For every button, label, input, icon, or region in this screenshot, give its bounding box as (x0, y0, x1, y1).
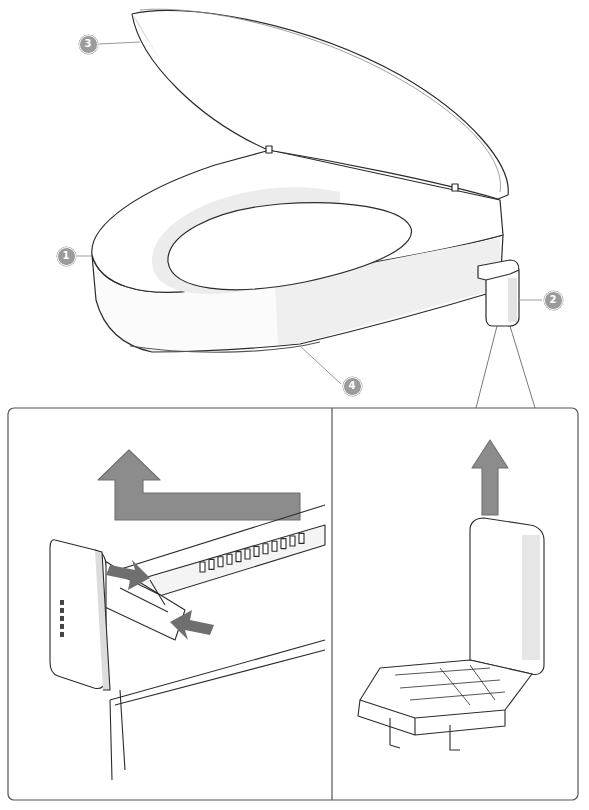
leader-line (300, 346, 341, 384)
callout-text: 4 (349, 381, 356, 391)
detail-pointer (476, 326, 497, 408)
callout-text: 3 (85, 39, 92, 49)
rail-tooth (218, 557, 223, 567)
callout-number: 4 (343, 377, 362, 396)
leader-line (519, 300, 542, 301)
squeeze-arrow (106, 560, 150, 590)
callout-number: 2 (544, 291, 563, 310)
rail-tooth (200, 562, 205, 572)
clip-tray-hooks (390, 718, 460, 750)
leader-line (77, 256, 92, 257)
lid-shading (132, 14, 175, 80)
leader-line (99, 42, 140, 44)
squeeze-arrow (170, 610, 214, 640)
bracket-clip (478, 260, 519, 326)
seat-opening (168, 203, 412, 290)
move-arrow (98, 450, 300, 520)
rail-tooth (209, 559, 214, 569)
lift-arrow (472, 440, 508, 515)
rail-tooth (281, 539, 286, 549)
detail-pointer (510, 326, 535, 408)
rail-tooth (299, 533, 304, 543)
lid-edge (140, 9, 500, 192)
clip-tray-rails (395, 665, 505, 705)
rail-tooth (272, 541, 277, 551)
clip-tray (360, 660, 532, 718)
detail-remove-step (50, 450, 325, 780)
clip-back-plate (470, 518, 544, 675)
lid (132, 10, 508, 199)
detail-lift-step (358, 440, 544, 750)
callout-text: 2 (550, 295, 557, 305)
rail-tooth (263, 544, 268, 554)
clip-back-shading (522, 535, 540, 660)
bracket-shading (508, 278, 517, 322)
clip-tray-feet (358, 700, 505, 735)
detail-divider (331, 408, 332, 800)
rail-tooth (236, 552, 241, 562)
callout-text: 1 (63, 251, 70, 261)
hinge (452, 184, 458, 191)
rail-tooth (290, 536, 295, 546)
detail-frame (8, 408, 578, 800)
callout-number: 3 (79, 35, 98, 54)
callout-number: 1 (57, 247, 76, 266)
clip-logo (60, 600, 64, 640)
seat-leg (110, 690, 125, 780)
hinge (266, 146, 272, 153)
seat-underside (70, 505, 325, 705)
rail-tooth (254, 546, 259, 556)
rail-tooth (245, 549, 250, 559)
rail-tooth (227, 554, 232, 564)
